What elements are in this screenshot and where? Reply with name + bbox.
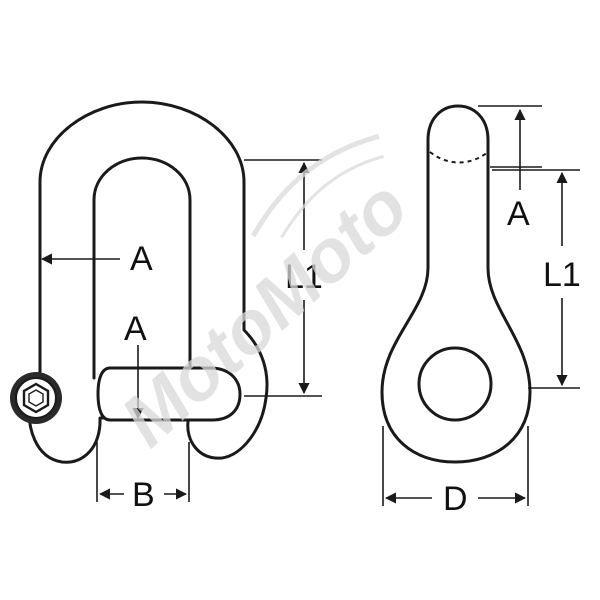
dimension-d: D xyxy=(382,426,529,518)
label-a-side: A xyxy=(507,195,530,233)
shackle-side-view: A L1 D xyxy=(380,104,581,518)
label-d: D xyxy=(443,480,468,518)
label-b: B xyxy=(132,476,155,514)
dimension-l1-side: L1 xyxy=(492,169,581,389)
label-l1-front: L1 xyxy=(285,258,323,296)
label-l1-side: L1 xyxy=(543,256,581,294)
dimension-a-side: A xyxy=(478,105,542,233)
side-view-outline xyxy=(380,104,532,464)
dimension-b: B xyxy=(96,442,190,514)
shackle-inner-opening xyxy=(92,156,192,380)
label-a-pin: A xyxy=(124,310,147,348)
pin-hex-head-icon xyxy=(10,372,62,424)
label-a-bow: A xyxy=(130,240,153,278)
side-view-eye-hole xyxy=(417,346,493,422)
shackle-front-view: A A L1 B xyxy=(10,100,323,514)
dimension-a-bow-width: A xyxy=(40,240,153,278)
dimension-a-pin: A xyxy=(124,310,147,420)
dimension-l1-front: L1 xyxy=(244,159,323,397)
side-view-hidden-line xyxy=(429,151,489,164)
shackle-pin xyxy=(96,366,242,422)
